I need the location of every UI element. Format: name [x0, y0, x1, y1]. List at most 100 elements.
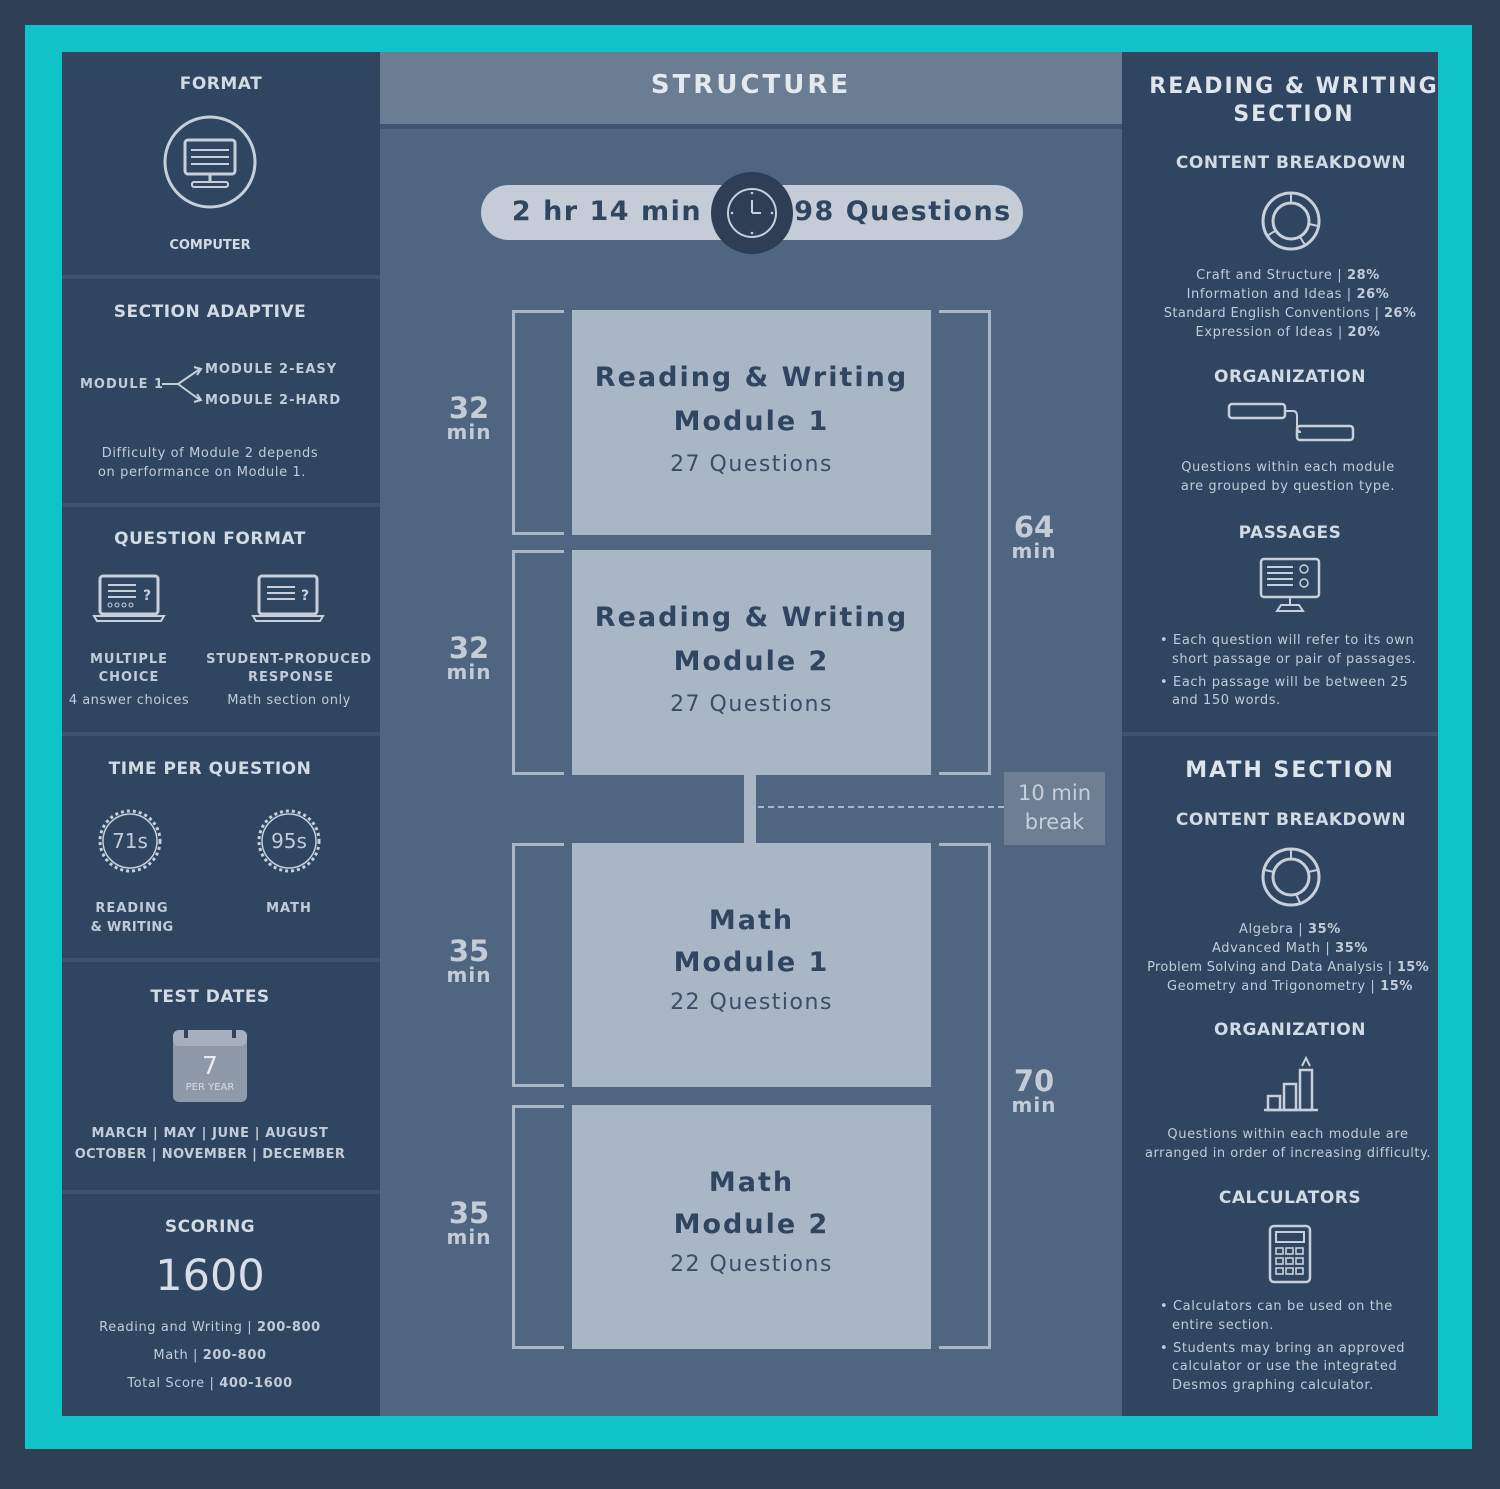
svg-text:?: ? [301, 588, 309, 604]
module-bracket-left [512, 1105, 564, 1349]
grouping-icon [1227, 402, 1357, 448]
format-title: FORMAT [179, 74, 263, 94]
svg-text:?: ? [143, 588, 151, 604]
math-total-unit: min [1011, 1092, 1057, 1117]
item-label: Algebra | [1239, 922, 1309, 937]
minutes-value: 32 [448, 391, 490, 425]
item-pct: 26% [1383, 306, 1417, 321]
module-bracket-left [512, 550, 564, 775]
test-dates-title: TEST DATES [150, 987, 270, 1007]
time-math-value: 95s [271, 829, 307, 853]
passages-bullet2-line2: and 150 words. [1172, 693, 1281, 708]
item-label: Problem Solving and Data Analysis | [1147, 960, 1397, 975]
increasing-bars-icon [1262, 1055, 1322, 1118]
item-pct: 28% [1346, 268, 1380, 283]
mc-sub: 4 answer choices [68, 693, 190, 708]
donut-chart-icon [1260, 190, 1322, 256]
scoring-math-label: Math | [153, 1348, 203, 1363]
module-rw-1: Reading & Writing Module 1 27 Questions [572, 310, 931, 535]
rw-total-unit: min [1011, 538, 1057, 563]
test-dates-per: PER YEAR [185, 1082, 235, 1093]
passages-bullet2-line1: • Each passage will be between 25 [1160, 675, 1409, 690]
item-label: Craft and Structure | [1196, 268, 1347, 283]
math-section-title: MATH SECTION [1185, 758, 1395, 783]
break-connector [744, 775, 756, 843]
calc-bullet1-line1: • Calculators can be used on the [1160, 1299, 1393, 1314]
time-math-label: MATH [266, 901, 312, 916]
structure-title: STRUCTURE [650, 70, 852, 100]
passages-bullet1-line1: • Each question will refer to its own [1160, 633, 1415, 648]
module-bracket-left [512, 310, 564, 535]
minutes-value: 35 [448, 1196, 490, 1230]
item-pct: 26% [1356, 287, 1390, 302]
item-label: Standard English Conventions | [1163, 306, 1384, 321]
rw-breakdown-item: Craft and Structure | 28% [1140, 268, 1436, 283]
passages-bullet1-line2: short passage or pair of passages. [1172, 652, 1417, 667]
structure-header [380, 52, 1122, 124]
time-rw-value: 71s [112, 829, 148, 853]
item-label: Expression of Ideas | [1195, 325, 1348, 340]
scoring-total-label: Total Score | [127, 1376, 220, 1391]
break-line1: 10 min [1018, 781, 1091, 805]
module-bracket-left [512, 843, 564, 1087]
minutes-unit: min [446, 1224, 492, 1249]
calc-bullet2-line1: • Students may bring an approved [1160, 1341, 1406, 1356]
spr-sub: Math section only [227, 693, 351, 708]
adaptive-note-line2: on performance on Module 1. [97, 465, 307, 480]
total-duration: 2 hr 14 min [511, 196, 703, 227]
laptop-response-icon: ? [251, 574, 325, 628]
calc-bullet2-line2: calculator or use the integrated [1172, 1359, 1398, 1374]
adaptive-note-line1: Difficulty of Module 2 depends [101, 446, 319, 461]
minutes-value: 32 [448, 631, 490, 665]
divider [1122, 732, 1438, 736]
timer-reading-icon [97, 808, 163, 878]
spr-label-line2: RESPONSE [248, 670, 334, 685]
calc-bullet1-line2: entire section. [1172, 1318, 1275, 1333]
rw-section-title-line2: SECTION [1233, 102, 1355, 127]
total-questions: 98 Questions [794, 196, 1012, 227]
passage-screen-icon [1259, 557, 1323, 619]
test-dates-count: 7 [202, 1051, 218, 1080]
time-rw-label-line2: & WRITING [90, 920, 174, 935]
math-breakdown-title: CONTENT BREAKDOWN [1175, 810, 1407, 830]
module-math-1: Math Module 1 22 Questions [572, 843, 931, 1087]
scoring-rw-label: Reading and Writing | [99, 1320, 257, 1335]
item-label: Information and Ideas | [1186, 287, 1357, 302]
divider [62, 503, 380, 507]
scoring-math-range: 200-800 [202, 1348, 267, 1363]
minutes-value: 35 [448, 934, 490, 968]
rw-organization-title: ORGANIZATION [1214, 367, 1366, 387]
branch-arrows-icon [160, 364, 210, 416]
item-label: Geometry and Trigonometry | [1166, 979, 1381, 994]
rw-breakdown-item: Information and Ideas | 26% [1140, 287, 1436, 302]
module2-hard-label: MODULE 2-HARD [205, 393, 342, 408]
calc-bullet2-line3: Desmos graphing calculator. [1172, 1378, 1374, 1393]
mc-label-line2: CHOICE [98, 670, 160, 685]
rw-total-value: 64 [1013, 510, 1055, 544]
module-title-line1: Reading & Writing [594, 602, 909, 633]
divider [62, 275, 380, 279]
scoring-math: Math | 200-800 [62, 1348, 358, 1363]
item-pct: 35% [1308, 922, 1341, 937]
scoring-rw: Reading and Writing | 200-800 [62, 1320, 358, 1335]
module-title-line2: Module 2 [673, 646, 830, 677]
math-organization-title: ORGANIZATION [1214, 1020, 1366, 1040]
clock-icon [711, 172, 793, 254]
math-org-line2: arranged in order of increasing difficul… [1145, 1146, 1431, 1161]
math-breakdown-item: Problem Solving and Data Analysis | 15% [1128, 960, 1448, 975]
module-title-line1: Math [708, 905, 795, 936]
divider [62, 1190, 380, 1194]
mc-label-line1: MULTIPLE [89, 652, 169, 667]
item-pct: 15% [1396, 960, 1429, 975]
item-pct: 35% [1335, 941, 1369, 956]
math-breakdown-item: Algebra | 35% [1140, 922, 1440, 937]
scoring-total-range: 400-1600 [219, 1376, 293, 1391]
spr-label-line1: STUDENT-PRODUCED [206, 652, 372, 667]
time-title: TIME PER QUESTION [108, 759, 312, 779]
module-rw-2: Reading & Writing Module 2 27 Questions [572, 550, 931, 775]
rw-org-line1: Questions within each module [1181, 460, 1395, 475]
scoring-total-line: Total Score | 400-1600 [62, 1376, 358, 1391]
